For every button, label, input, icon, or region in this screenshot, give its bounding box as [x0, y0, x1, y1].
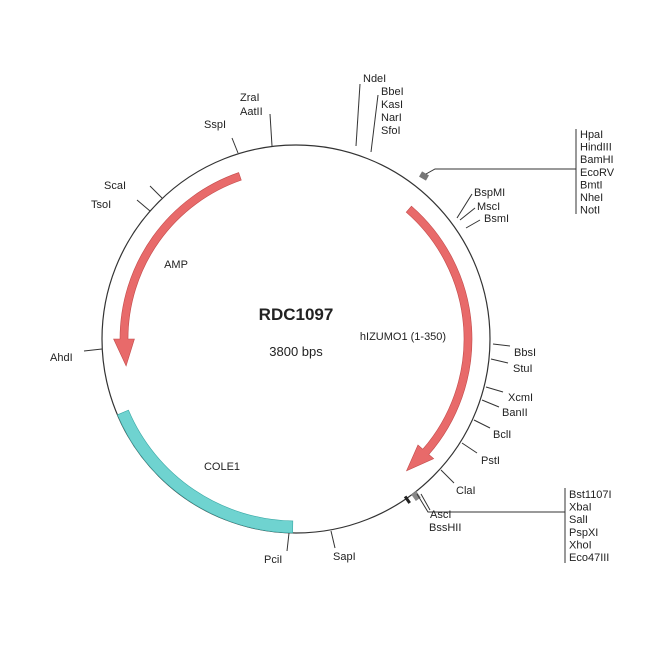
site-stui: StuI: [513, 363, 533, 375]
mcs2-leader: [416, 493, 565, 513]
tick-asci: [420, 493, 431, 511]
tick-clai: [440, 469, 455, 484]
tick-bspmi: [456, 193, 473, 219]
site-bst1107i: Bst1107I: [569, 489, 612, 501]
site-pspxi: PspXI: [569, 527, 598, 539]
site-xbai: XbaI: [569, 502, 592, 514]
mcs1-leader: [425, 168, 576, 175]
site-noti: NotI: [580, 205, 600, 217]
site-bsmi: BsmI: [484, 213, 509, 225]
site-aatii: AatII: [240, 106, 263, 118]
mcs2-marker: [403, 495, 411, 504]
feature-label-cole1: COLE1: [204, 461, 240, 473]
site-bmti: BmtI: [580, 179, 603, 191]
tick-sapi: [330, 530, 336, 549]
site-asci: AscI: [430, 509, 451, 521]
site-hindiii: HindIII: [580, 142, 612, 154]
feature-arrow-hizumo1: [405, 205, 473, 472]
site-bspmi: BspMI: [474, 187, 505, 199]
site-psti: PstI: [481, 455, 500, 467]
tick-psti: [461, 442, 478, 454]
site-msci: MscI: [477, 201, 500, 213]
plasmid-size: 3800 bps: [269, 344, 323, 359]
tick-scai: [149, 185, 163, 199]
site-sspi: SspI: [204, 119, 226, 131]
site-bcli: BclI: [493, 429, 511, 441]
site-ecorv: EcoRV: [580, 167, 615, 179]
tick-xcmi: [485, 386, 504, 393]
site-xcmi: XcmI: [508, 392, 533, 404]
site-bbei: BbeI: [381, 86, 404, 98]
tick-msci: [459, 207, 476, 221]
tick-sspi: [231, 137, 239, 154]
site-pcii: PciI: [264, 554, 282, 566]
site-xhoi: XhoI: [569, 539, 592, 551]
tick-tsoi: [136, 199, 151, 212]
tick-bcli: [473, 419, 491, 429]
tick-bsmi: [465, 219, 481, 229]
site-nari: NarI: [381, 112, 402, 124]
site-eco47iii: Eco47III: [569, 552, 609, 564]
site-hpai: HpaI: [580, 129, 603, 141]
feature-arrow-amp: [113, 172, 242, 367]
site-clai: ClaI: [456, 485, 476, 497]
tick-bbei-group: [370, 94, 379, 153]
site-bsshii: BssHII: [429, 522, 461, 534]
feature-label-amp: AMP: [164, 259, 188, 271]
feature-band-cole1: [117, 409, 294, 534]
backbone-circle: [101, 144, 491, 534]
site-sfoi: SfoI: [381, 125, 401, 137]
site-bamhi: BamHI: [580, 154, 614, 166]
tick-ndei: [355, 83, 361, 147]
site-zrai: ZraI: [240, 92, 260, 104]
site-nhei: NheI: [580, 192, 603, 204]
site-kasi: KasI: [381, 99, 403, 111]
tick-bbsi: [492, 343, 511, 347]
site-banii: BanII: [502, 407, 528, 419]
site-ndei: NdeI: [363, 73, 386, 85]
tick-ahdi: [83, 348, 103, 352]
mcs1-marker: [419, 171, 429, 181]
tick-aatii: [269, 113, 273, 147]
site-sali: SalI: [569, 514, 588, 526]
tick-stui: [490, 358, 509, 364]
site-tsoi: TsoI: [91, 199, 111, 211]
site-bbsi: BbsI: [514, 347, 536, 359]
plasmid-name: RDC1097: [259, 305, 334, 324]
tick-pcii: [286, 532, 290, 552]
tick-banii: [481, 399, 500, 408]
site-ahdi: AhdI: [50, 352, 73, 364]
feature-label-hizumo1: hIZUMO1 (1-350): [360, 331, 446, 343]
site-scai: ScaI: [104, 180, 126, 192]
site-sapi: SapI: [333, 551, 356, 563]
mcs2-marker-2: [411, 491, 421, 501]
